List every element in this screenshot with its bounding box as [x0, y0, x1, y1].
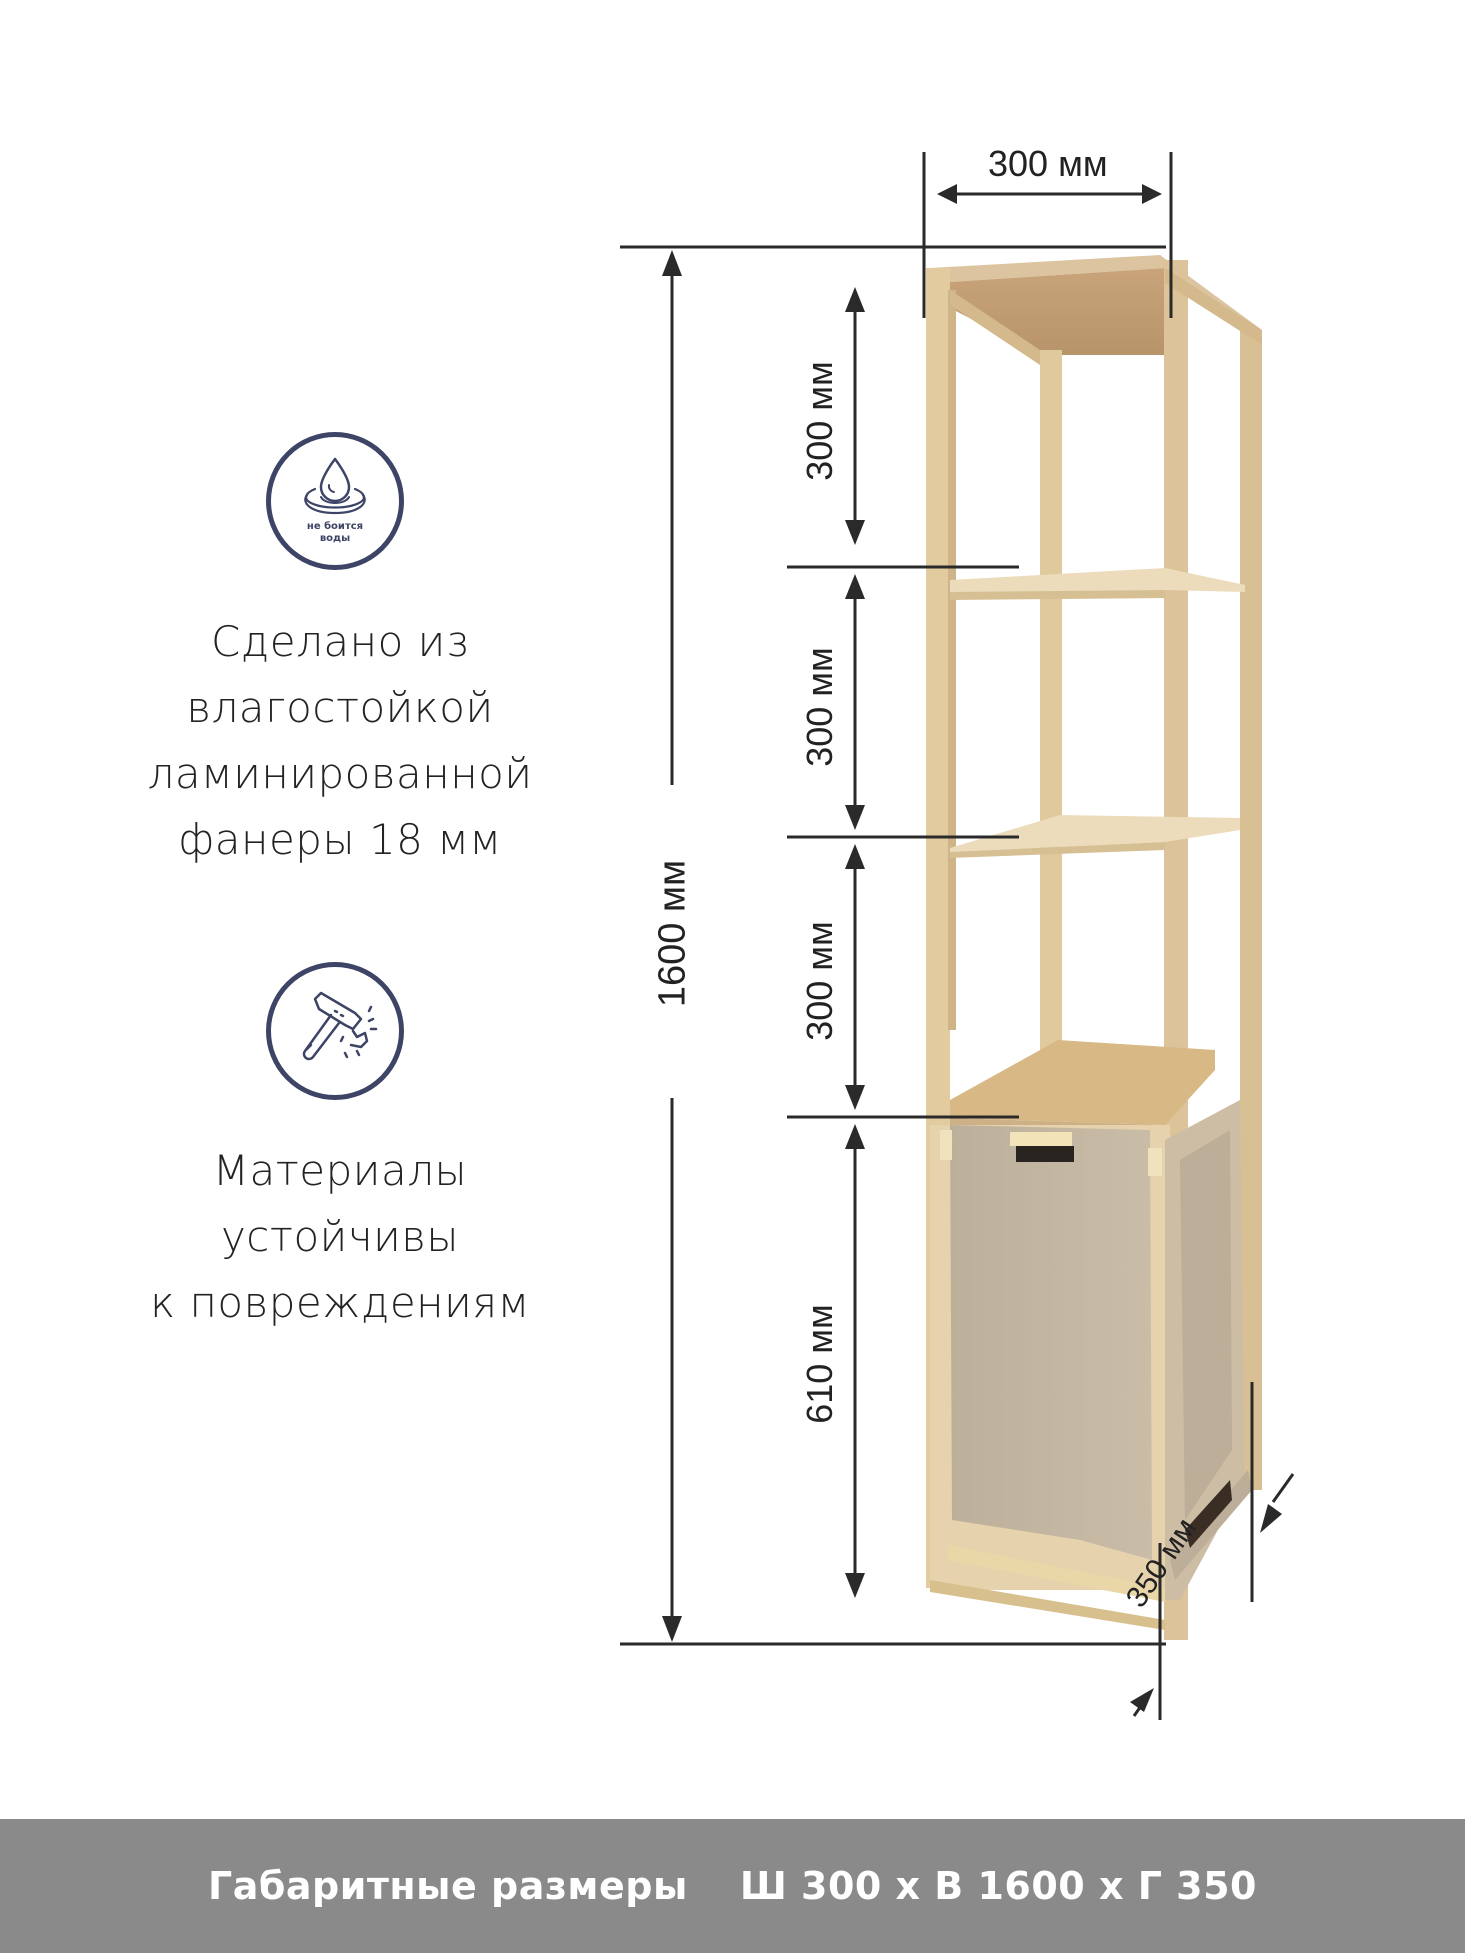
section-4-height-label: 610 мм: [799, 1304, 840, 1424]
feature-line: фанеры 18 мм: [178, 815, 502, 864]
hammer-impact-icon: [302, 991, 378, 1061]
feature-text-durability: Материалы устойчивы к повреждениям: [90, 1138, 590, 1336]
icon-caption-line-1: не боится: [307, 520, 363, 532]
total-height-dimension-label: 1600 мм: [651, 859, 694, 1008]
banner-title: Габаритные размеры: [208, 1864, 688, 1908]
banner-dimensions: Ш 300 х В 1600 х Г 350: [739, 1864, 1257, 1908]
feature-line: Материалы: [212, 1146, 468, 1195]
feature-line: к повреждениям: [150, 1278, 530, 1327]
feature-line: устойчивы: [220, 1212, 460, 1261]
damage-resistant-badge: [266, 962, 404, 1100]
water-resistant-badge: не боится воды: [266, 432, 404, 570]
section-2-height-label: 300 мм: [799, 647, 840, 767]
feature-line: влагостойкой: [186, 683, 494, 732]
water-drop-icon: не боится воды: [304, 457, 366, 544]
feature-text-material: Сделано из влагостойкой ламинированной ф…: [90, 609, 590, 873]
feature-line: ламинированной: [147, 749, 533, 798]
dimensions-banner: Габаритные размеры Ш 300 х В 1600 х Г 35…: [0, 1819, 1465, 1953]
icon-caption-line-2: воды: [320, 533, 350, 544]
section-1-height-label: 300 мм: [799, 361, 840, 481]
feature-line: Сделано из: [210, 617, 470, 666]
width-dimension-label: 300 мм: [988, 143, 1108, 184]
section-3-height-label: 300 мм: [799, 921, 840, 1041]
